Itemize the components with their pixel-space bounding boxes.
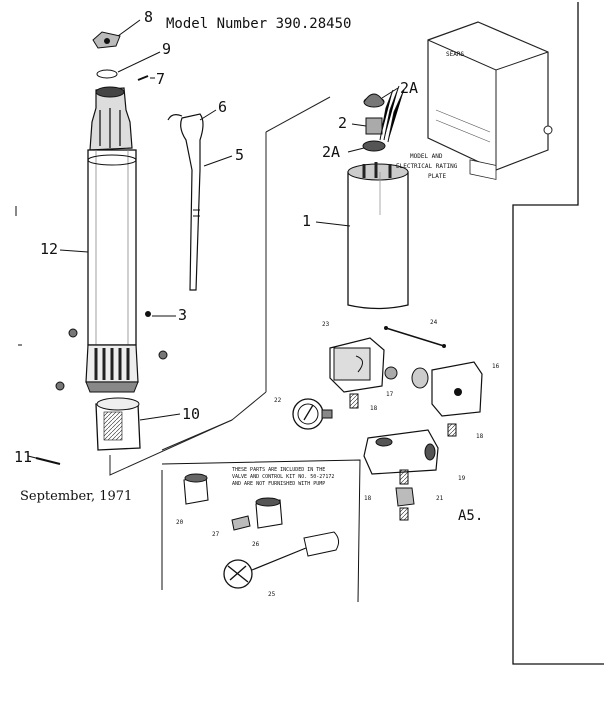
part-label-2a-bottom: 2A [322,143,340,161]
assembly-leader-lines [109,96,331,476]
part-label-26: 26 [252,541,260,548]
part-label-1: 1 [302,212,311,230]
page-border-line [512,2,604,665]
control-box-badge: SEARS [446,51,464,58]
control-box-drawing [427,21,553,180]
publication-date: September, 1971 [20,489,132,504]
inset-kit-box [161,459,361,603]
part-label-21: 21 [436,495,444,502]
part-label-27: 27 [212,531,220,538]
part-label-23: 23 [322,321,330,328]
part-label-8: 8 [144,8,153,26]
motor-plate-label-line2: ELECTRICAL RATING [396,163,458,170]
part-label-11: 11 [14,448,32,466]
part-label-10: 10 [182,405,200,423]
inset-note-line1: THESE PARTS ARE INCLUDED IN THE [232,467,325,473]
wrench-rod-drawing [167,113,204,291]
switch-and-fittings-drawing [292,326,483,521]
part-label-5: 5 [235,146,244,164]
part-label-18-b: 18 [476,433,484,440]
motor-plate-label-line1: MODEL AND [410,153,443,160]
part-label-2a-top: 2A [400,79,418,97]
motor-drawing [347,85,409,310]
part-label-18-a: 18 [370,405,378,412]
part-label-20: 20 [176,519,184,526]
part-label-16: 16 [492,363,500,370]
part-label-17: 17 [386,391,394,398]
part-label-6: 6 [218,98,227,116]
part-label-24: 24 [430,319,438,326]
pump-assembly-drawing [35,31,168,465]
callout-leader-lines [27,19,399,459]
part-label-12: 12 [40,240,58,258]
part-label-18-c: 18 [364,495,372,502]
part-label-2: 2 [338,114,347,132]
part-label-3: 3 [178,306,187,324]
part-label-9: 9 [162,40,171,58]
motor-plate-label-line3: PLATE [428,173,446,180]
inset-note-line2: VALVE AND CONTROL KIT NO. 50-27172 [232,474,334,480]
inset-note-line3: AND ARE NOT FURNISHED WITH PUMP [232,481,325,487]
page-code: A5. [458,508,483,524]
part-label-25: 25 [268,591,276,598]
model-number-heading: Model Number 390.28450 [166,16,351,32]
part-label-22: 22 [274,397,282,404]
margin-tick-marks [15,206,22,346]
part-label-7: 7 [156,70,165,88]
part-label-19: 19 [458,475,466,482]
